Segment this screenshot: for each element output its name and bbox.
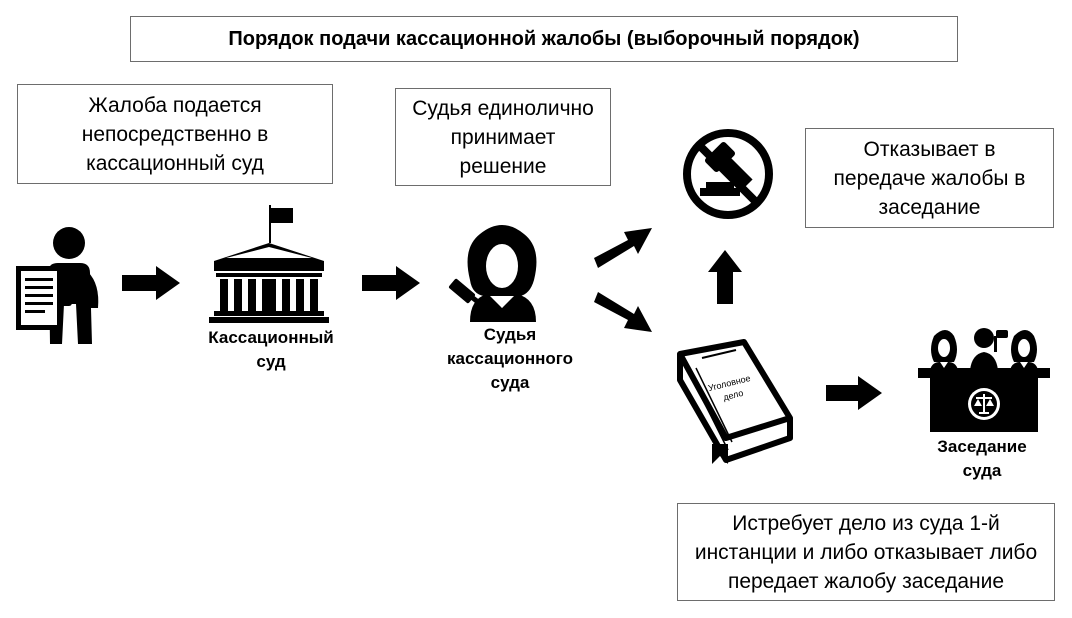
court-session-icon bbox=[918, 328, 1050, 432]
arrow-up-icon bbox=[708, 250, 742, 304]
requests-case-box: Истребует дело из суда 1-й инстанции и л… bbox=[677, 503, 1055, 601]
criminal-case-book-icon: Уголовное дело bbox=[677, 339, 793, 464]
no-gavel-icon bbox=[683, 129, 773, 219]
court-label: Кассационный суд bbox=[208, 328, 334, 371]
diagram-title: Порядок подачи кассационной жалобы (выбо… bbox=[130, 16, 958, 62]
session-label: Заседание суда bbox=[937, 437, 1027, 480]
arrow-right-icon bbox=[122, 266, 180, 300]
arrow-right-icon bbox=[826, 376, 882, 410]
arrow-up-right-icon bbox=[594, 228, 652, 268]
courthouse-icon bbox=[209, 205, 329, 323]
refuse-box: Отказывает в передаче жалобы в заседание bbox=[805, 128, 1054, 228]
judge-label: Судья кассационного суда bbox=[447, 325, 573, 392]
complaint-box: Жалоба подается непосредственно в кассац… bbox=[17, 84, 333, 184]
arrow-down-right-icon bbox=[594, 292, 652, 332]
judge-icon bbox=[449, 225, 537, 322]
judge-decides-box: Судья единолично принимает решение bbox=[395, 88, 611, 186]
person-with-document-icon bbox=[16, 227, 99, 344]
book-text-line2: дело bbox=[722, 388, 744, 403]
arrow-right-icon bbox=[362, 266, 420, 300]
